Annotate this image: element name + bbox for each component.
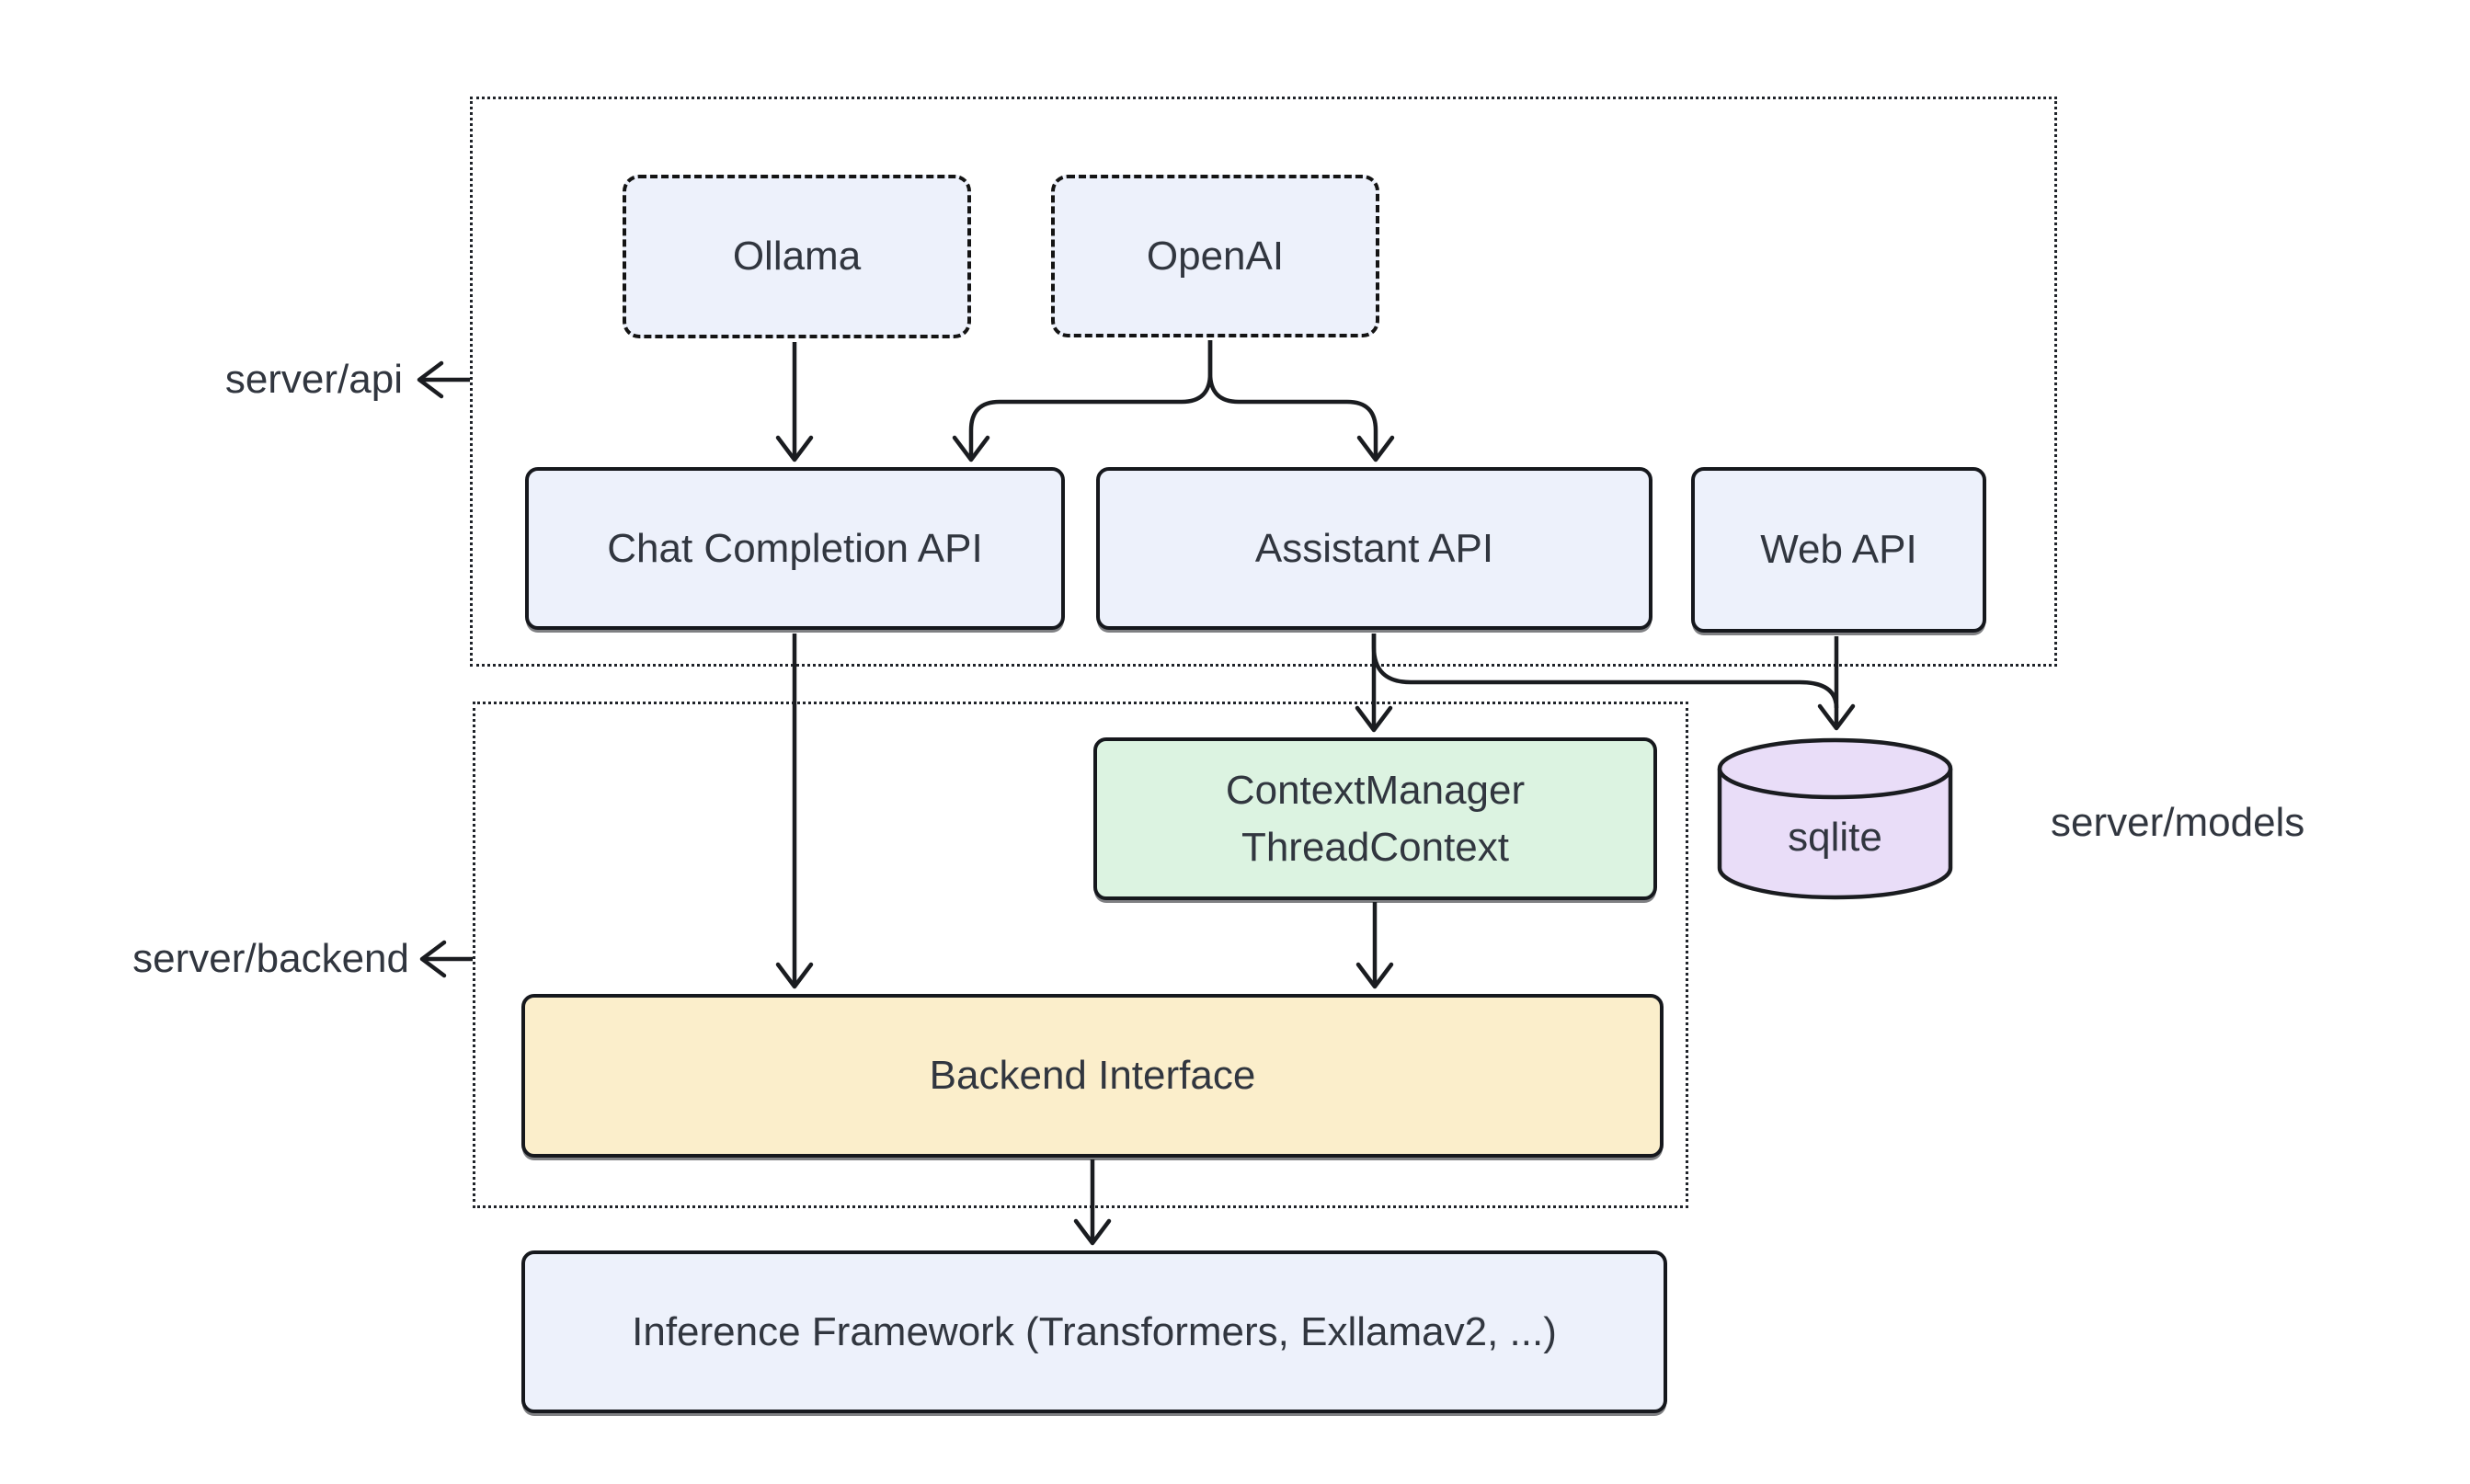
node-backend-interface-label: Backend Interface [929, 1053, 1256, 1098]
node-backend-interface: Backend Interface [521, 994, 1664, 1158]
label-server-models: server/models [2051, 800, 2305, 845]
node-context-manager: ContextManager ThreadContext [1093, 737, 1657, 900]
node-chat-completion-api-label: Chat Completion API [607, 525, 983, 571]
label-server-backend: server/backend [132, 936, 409, 981]
node-openai: OpenAI [1051, 175, 1379, 337]
node-web-api-label: Web API [1760, 527, 1917, 572]
node-ollama-label: Ollama [732, 234, 862, 279]
node-ollama: Ollama [623, 175, 971, 338]
label-server-api: server/api [224, 357, 403, 402]
node-openai-label: OpenAI [1146, 233, 1285, 279]
group-server-api-container [470, 97, 2057, 667]
node-sqlite-label: sqlite [1788, 815, 1882, 860]
node-inference-framework-label: Inference Framework (Transformers, Exlla… [632, 1308, 1557, 1354]
node-assistant-api: Assistant API [1096, 467, 1652, 630]
node-inference-framework: Inference Framework (Transformers, Exlla… [521, 1250, 1667, 1413]
node-web-api: Web API [1691, 467, 1986, 633]
group-server-backend-container [473, 702, 1688, 1208]
node-context-manager-label: ContextManager ThreadContext [1225, 767, 1526, 870]
node-sqlite: sqlite [1716, 734, 1954, 903]
node-chat-completion-api: Chat Completion API [525, 467, 1065, 630]
database-cylinder-icon [1717, 737, 1953, 900]
node-assistant-api-label: Assistant API [1254, 525, 1494, 571]
